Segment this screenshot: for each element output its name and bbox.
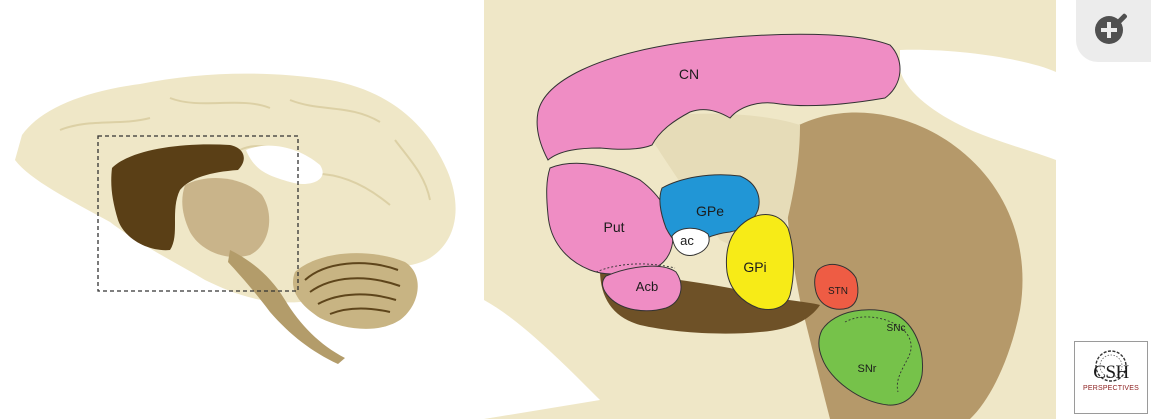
label-gpe: GPe bbox=[696, 203, 724, 219]
accumbens-region bbox=[602, 265, 682, 312]
dna-ring-graphic bbox=[1095, 350, 1127, 382]
label-snc: SNc bbox=[887, 323, 906, 334]
ventricle-space bbox=[900, 49, 1056, 160]
accumbens-border bbox=[595, 263, 676, 273]
brainstem bbox=[228, 250, 345, 364]
caudate-nucleus-region bbox=[536, 33, 901, 161]
label-cn: CN bbox=[679, 66, 699, 82]
magnified-panel bbox=[484, 0, 1056, 419]
label-stn: STN bbox=[828, 286, 848, 297]
csh-perspectives-logo: CSH PERSPECTIVES bbox=[1074, 341, 1148, 414]
label-put: Put bbox=[603, 219, 624, 235]
cortex-gyri bbox=[59, 97, 431, 206]
region-of-interest-box bbox=[97, 135, 299, 292]
cerebellum bbox=[292, 253, 418, 329]
label-snr: SNr bbox=[858, 363, 877, 375]
basal-ganglia-stain bbox=[111, 144, 244, 251]
zoom-button[interactable] bbox=[1076, 0, 1151, 62]
thalamus bbox=[182, 177, 270, 258]
sagittal-section-overview bbox=[15, 73, 456, 364]
anterior-commissure-region bbox=[671, 227, 710, 256]
cerebellum-folia bbox=[304, 262, 401, 315]
logo-text-top: CSH bbox=[1093, 362, 1129, 383]
label-ac: ac bbox=[680, 233, 694, 248]
lower-white-space bbox=[484, 300, 600, 419]
zoom-in-icon bbox=[1095, 13, 1127, 44]
logo-text-bottom: PERSPECTIVES bbox=[1082, 385, 1140, 392]
label-gpi: GPi bbox=[743, 259, 766, 275]
label-acb: Acb bbox=[636, 279, 658, 294]
substantia-nigra-region bbox=[818, 309, 924, 406]
ventricle bbox=[246, 145, 323, 185]
stn-region bbox=[814, 263, 859, 310]
snc-snr-border bbox=[844, 316, 912, 393]
gpi-region bbox=[725, 214, 795, 310]
